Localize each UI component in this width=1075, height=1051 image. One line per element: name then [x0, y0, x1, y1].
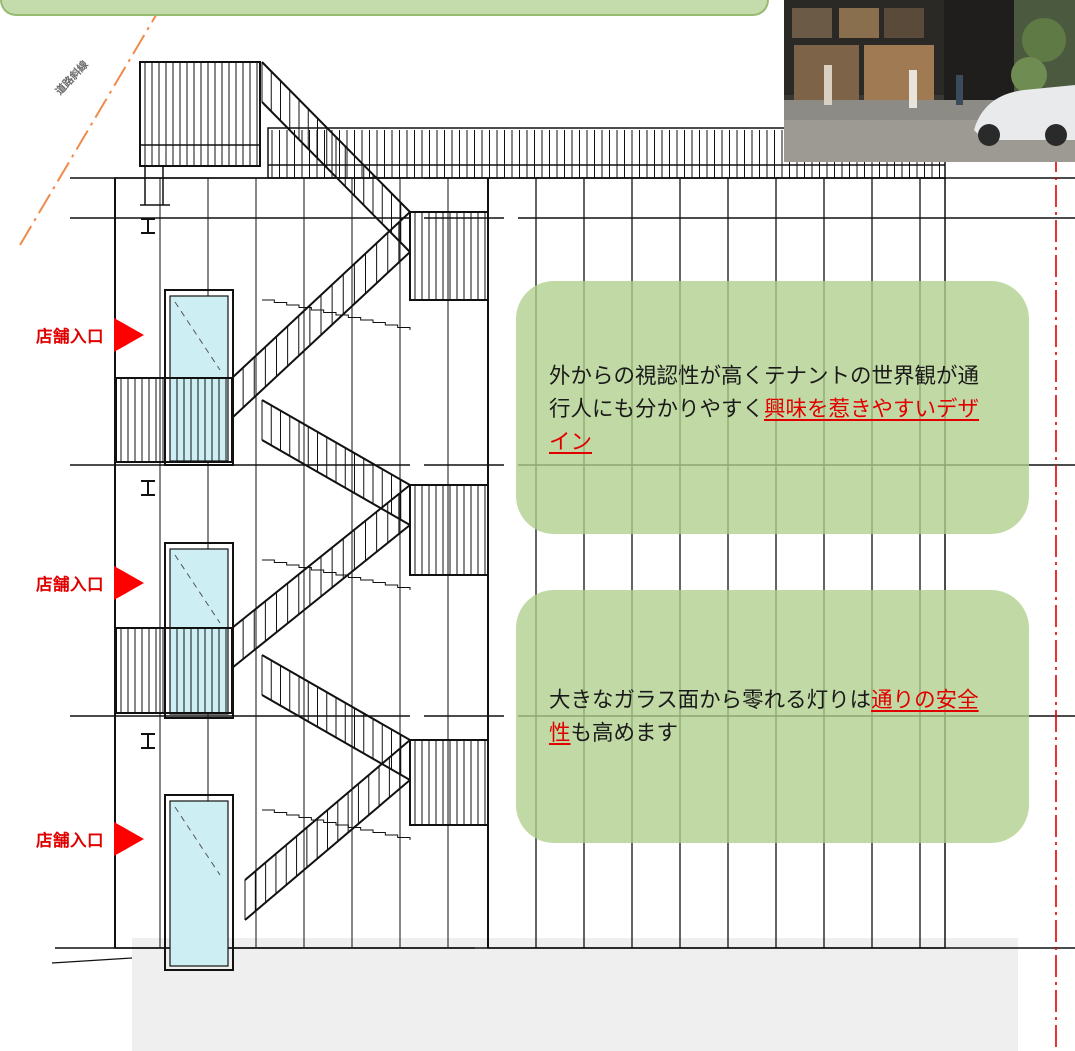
entrance-arrow-icon: [114, 566, 144, 600]
landing-rail: [115, 377, 233, 463]
store-entrance-marker-2: 店舗入口: [36, 566, 144, 600]
store-entrance-label: 店舗入口: [36, 575, 104, 594]
visibility-note-text: 外からの視認性が高くテナントの世界観が通行人にも分かりやすく興味を惹きやすいデザ…: [549, 360, 989, 459]
note-text: も高めます: [570, 721, 679, 746]
glass-door: [169, 548, 229, 715]
entrance-arrow-icon: [114, 318, 144, 352]
store-entrance-label: 店舗入口: [36, 831, 104, 850]
note-highlight: 通りの安全性: [549, 688, 979, 746]
store-entrance-marker-3: 店舗入口: [36, 822, 144, 856]
landing-rail: [409, 211, 489, 301]
note-text: 外からの視認性が高くテナントの世界観が通行人にも分かりやすく: [549, 364, 980, 422]
penthouse-rail: [139, 61, 261, 167]
safety-note-text: 大きなガラス面から零れる灯りは通りの安全性も高めます: [549, 684, 989, 750]
entrance-arrow-icon: [114, 822, 144, 856]
top-banner-tab: [0, 0, 769, 16]
store-entrance-marker-1: 店舗入口: [36, 318, 144, 352]
visibility-note-box: [516, 281, 1029, 534]
note-text: 大きなガラス面から零れる灯りは: [549, 688, 872, 713]
ground-line: [51, 957, 133, 964]
street-photo: [784, 0, 1075, 162]
stair-step: [262, 299, 411, 330]
landing-rail: [409, 484, 489, 576]
landing-rail: [115, 627, 233, 714]
stair-step: [262, 809, 411, 840]
store-entrance-label: 店舗入口: [36, 327, 104, 346]
door-swing-line: [174, 301, 221, 371]
door-swing-line: [174, 806, 221, 876]
landing-rail: [409, 739, 489, 826]
ground-band: [132, 938, 1018, 1051]
glass-door: [169, 800, 229, 967]
stair-step: [262, 559, 411, 590]
door-frame: [164, 794, 234, 971]
door-swing-line: [174, 554, 221, 624]
safety-note-box: [516, 590, 1029, 843]
note-highlight: 興味を惹きやすいデザイン: [549, 397, 980, 455]
road-setback-line: [19, 0, 166, 246]
